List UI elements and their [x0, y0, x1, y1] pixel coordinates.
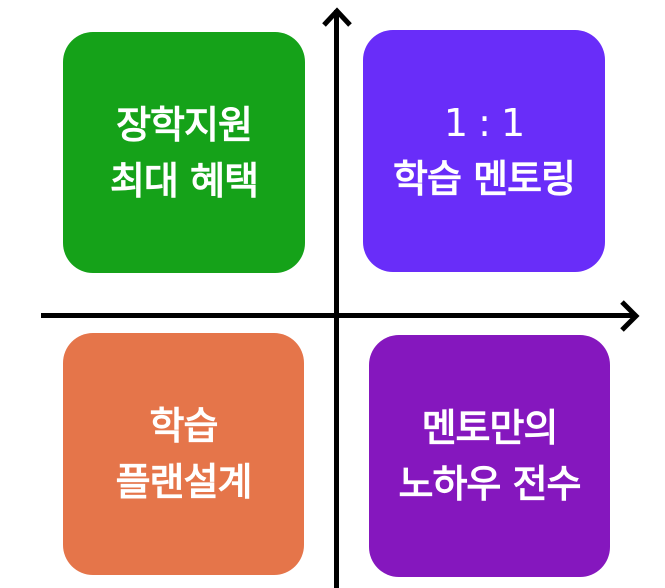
vertical-axis: [334, 10, 339, 588]
quadrant-line: 멘토만의: [421, 406, 559, 450]
quadrant-line: 1 : 1: [443, 101, 525, 145]
quadrant-line: 최대 혜택: [109, 158, 259, 203]
quadrant-mentoring: 1 : 1 학습 멘토링: [363, 30, 605, 272]
quadrant-study-plan: 학습 플랜설계: [63, 333, 304, 575]
quadrant-line: 플랜설계: [115, 460, 253, 504]
up-arrow-icon: [322, 7, 352, 27]
quadrant-knowhow: 멘토만의 노하우 전수: [369, 335, 610, 577]
quadrant-line: 학습: [149, 404, 219, 448]
quadrant-line: 학습 멘토링: [392, 157, 576, 201]
right-arrow-icon: [620, 300, 640, 332]
horizontal-axis: [41, 313, 635, 318]
quadrant-line: 장학지원: [116, 102, 253, 147]
quadrant-scholarship: 장학지원 최대 혜택: [63, 32, 305, 273]
quadrant-line: 노하우 전수: [398, 462, 581, 506]
